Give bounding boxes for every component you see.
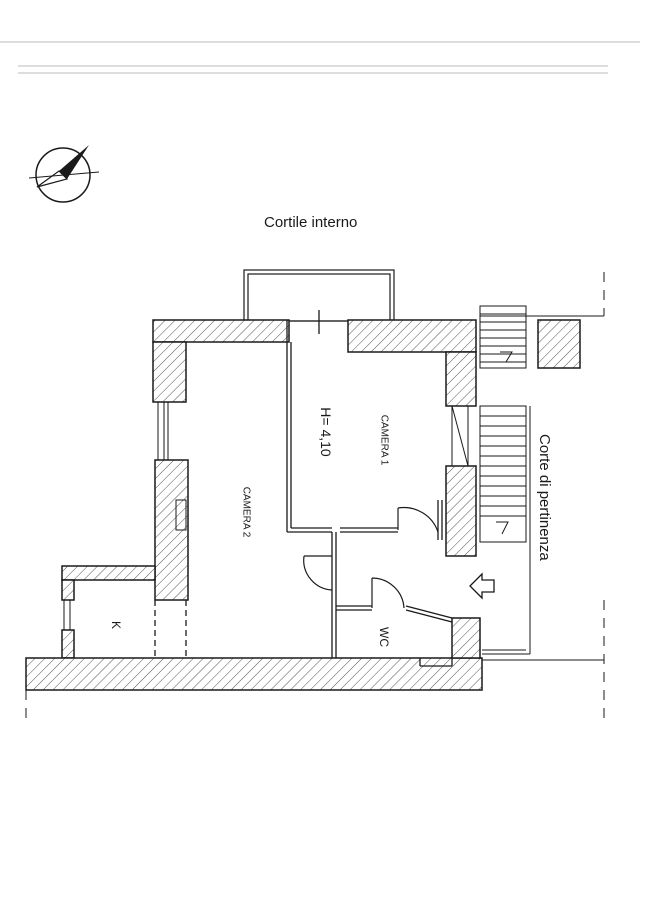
room1-label: CAMERA 1	[378, 414, 390, 466]
kitchen-label: K	[109, 620, 123, 630]
ceiling-height-label: H= 4,10	[318, 407, 334, 457]
courtyard-label: Cortile interno	[264, 214, 358, 231]
window-left	[157, 402, 169, 460]
window-right	[451, 405, 469, 467]
stairs-lower	[479, 405, 531, 655]
room2-label: CAMERA 2	[240, 486, 252, 538]
header-lines	[0, 41, 640, 74]
north-arrow-icon	[28, 145, 100, 203]
doors	[303, 506, 439, 609]
property-lines	[25, 272, 605, 720]
partitions	[154, 310, 453, 667]
window-kitchen	[63, 600, 71, 630]
stairs-upper	[479, 305, 527, 369]
walls	[25, 319, 581, 691]
entrance-arrow-icon	[469, 572, 495, 600]
wc-label: WC	[377, 627, 391, 647]
niche-left	[175, 499, 187, 531]
garden-label: Corte di pertinenza	[536, 434, 553, 561]
